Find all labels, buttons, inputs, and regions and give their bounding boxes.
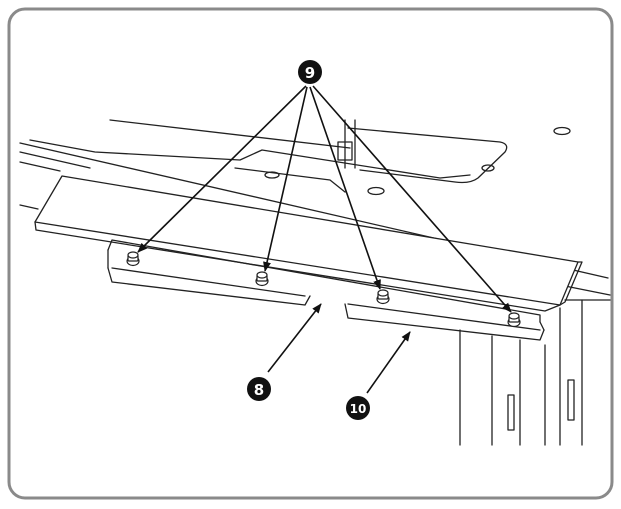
table-hole xyxy=(553,126,571,136)
leader-arrows xyxy=(137,85,512,394)
lower-plate-right xyxy=(344,303,545,341)
pillar-block xyxy=(337,141,353,161)
callout-10-label: 10 xyxy=(350,402,367,416)
callout-9: 9 xyxy=(298,60,322,84)
arrow-to-screw-1 xyxy=(137,85,307,253)
callout-9-label: 9 xyxy=(305,64,315,82)
arrow-to-plate-10 xyxy=(366,331,411,394)
table-right-edge xyxy=(564,285,611,296)
lower-plate-right-end xyxy=(539,321,545,331)
leg-slot xyxy=(507,394,515,431)
bed-outline-2 xyxy=(234,167,346,193)
callout-8: 8 xyxy=(247,377,271,401)
table-hole xyxy=(367,186,385,196)
table-groove-line xyxy=(109,119,351,149)
table-hole xyxy=(264,171,280,179)
cover-right-lip xyxy=(559,261,583,306)
angled-cover-lower-edge xyxy=(34,221,561,312)
leg-slot xyxy=(567,379,575,421)
machine-line-art xyxy=(19,119,611,446)
table-edge-line-2 xyxy=(19,151,91,169)
lower-plate-right-top xyxy=(347,303,541,331)
arrow-to-screw-3 xyxy=(309,86,381,290)
lower-plate-left-top xyxy=(111,267,306,297)
lower-plate-left xyxy=(107,267,311,306)
bed-outline-1 xyxy=(29,139,471,179)
screws-group xyxy=(126,251,521,328)
callout-10: 10 xyxy=(346,396,370,420)
screw-4 xyxy=(507,312,521,328)
arrow-to-plate-8 xyxy=(267,303,322,373)
screw-3 xyxy=(376,289,390,305)
screw-1 xyxy=(126,251,140,267)
table-edge-line-3 xyxy=(19,161,61,172)
mounting-plate-top xyxy=(107,239,541,323)
screw-2 xyxy=(255,271,269,287)
callout-8-label: 8 xyxy=(254,381,264,399)
arrow-to-screw-2 xyxy=(263,86,308,272)
arrow-to-screw-4 xyxy=(312,85,512,313)
table-edge-line-4 xyxy=(19,204,39,210)
table-hole xyxy=(481,164,495,172)
